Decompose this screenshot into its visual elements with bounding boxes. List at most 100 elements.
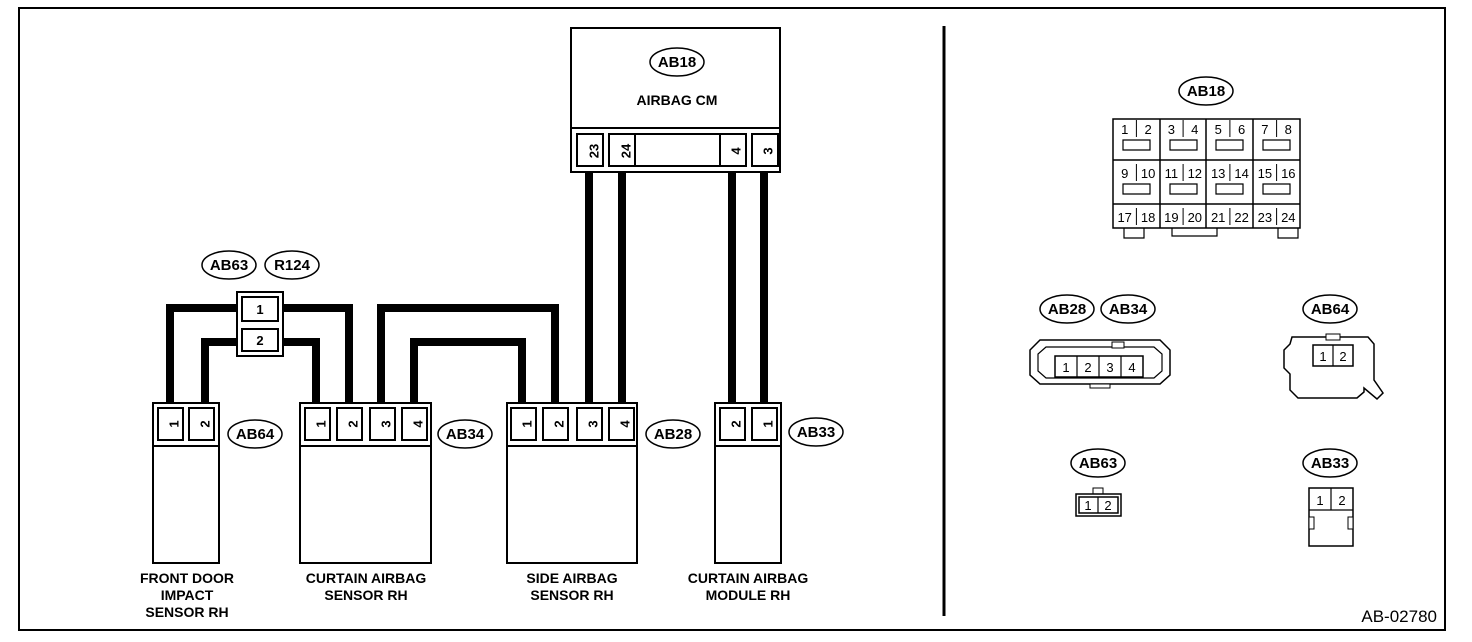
- joint-pin: 2: [256, 333, 263, 348]
- ab18-pin-row: 9 10 11 12 13 14 15 16: [1121, 164, 1296, 181]
- connector-view-pin: 1: [1062, 360, 1069, 375]
- connector-view-tag: AB18: [1187, 83, 1225, 100]
- ab18-pin-number: 15: [1258, 166, 1272, 181]
- component-ab34: 1 2 3 4 AB34 CURTAIN AIRBAG SENSOR RH: [299, 402, 493, 603]
- component-pin: 3: [378, 420, 393, 427]
- wires: [166, 172, 768, 403]
- wire-ab64-1-to-joint-1: [166, 304, 240, 403]
- component-label: SIDE AIRBAG: [526, 570, 617, 586]
- ab18-pin-number: 22: [1234, 210, 1248, 225]
- ab18-pin-number: 16: [1281, 166, 1295, 181]
- ab18-pin-row: 1 2 3 4 5 6 7 8: [1121, 120, 1292, 137]
- connector-view-tag: AB33: [1311, 455, 1349, 472]
- connector-view-ab33: AB33 1 2: [1302, 448, 1358, 547]
- ab18-pin-number: 11: [1165, 166, 1179, 181]
- component-pin: 1: [313, 420, 328, 427]
- ab18-pin-number: 10: [1141, 166, 1155, 181]
- connector-view-pin: 1: [1319, 349, 1326, 364]
- connector-view-tag: AB63: [1079, 455, 1117, 472]
- component-label: MODULE RH: [706, 587, 791, 603]
- ab18-pin-row: 17 18 19 20 21 22 23 24: [1117, 208, 1296, 225]
- component-pin: 1: [760, 420, 775, 427]
- ab18-pin-number: 13: [1211, 166, 1225, 181]
- ab18-pin-number: 14: [1234, 166, 1248, 181]
- ab18-pin-number: 24: [1281, 210, 1295, 225]
- ab18-pin-number: 20: [1188, 210, 1202, 225]
- airbag-cm-pin: 24: [618, 143, 633, 158]
- component-pin: 2: [197, 420, 212, 427]
- joint-tag-r124: R124: [274, 257, 311, 274]
- connector-view-ab64: AB64 1 2: [1283, 294, 1384, 401]
- ab18-pin-number: 1: [1121, 122, 1128, 137]
- connector-view-tag: AB64: [1311, 301, 1350, 318]
- component-pin: 4: [410, 420, 425, 428]
- ab18-pin-number: 5: [1215, 122, 1222, 137]
- wire-joint-2-to-ab34-1: [283, 338, 320, 403]
- airbag-cm-pin: 3: [760, 147, 775, 154]
- component-ab28: 1 2 3 4 AB28 SIDE AIRBAG SENSOR RH: [506, 402, 701, 603]
- component-pin: 1: [166, 420, 181, 427]
- ab18-pin-number: 12: [1188, 166, 1202, 181]
- component-label: CURTAIN AIRBAG: [688, 570, 809, 586]
- reference-code: AB-02780: [1361, 607, 1437, 626]
- connector-view-pin: 1: [1084, 498, 1091, 513]
- ab18-pin-number: 9: [1121, 166, 1128, 181]
- component-tag: AB64: [236, 426, 275, 443]
- connector-view-ab63: AB63 1 2: [1070, 448, 1126, 517]
- airbag-cm-tag: AB18: [658, 54, 696, 71]
- component-label: IMPACT: [161, 587, 214, 603]
- ab18-pin-number: 8: [1285, 122, 1292, 137]
- connector-view-tag: AB28: [1048, 301, 1086, 318]
- joint-tag-ab63: AB63: [210, 257, 248, 274]
- connector-view-pin: 2: [1338, 493, 1345, 508]
- connector-view-pin: 1: [1316, 493, 1323, 508]
- connector-view-pin: 2: [1084, 360, 1091, 375]
- connector-view-tag: AB34: [1109, 301, 1148, 318]
- component-tag: AB33: [797, 424, 835, 441]
- ab18-pin-number: 2: [1144, 122, 1151, 137]
- diagram-frame: [18, 7, 1446, 631]
- wire-ab34-3-to-ab28-2: [377, 304, 559, 403]
- joint-pin: 1: [256, 302, 263, 317]
- wire-joint-1-to-ab34-2: [283, 304, 353, 403]
- component-label: SENSOR RH: [530, 587, 613, 603]
- wire-ab34-4-to-ab28-1: [410, 338, 526, 403]
- component-pin: 4: [617, 420, 632, 428]
- connector-view-pin: 4: [1128, 360, 1135, 375]
- airbag-cm: 23 24 4 3 AB18 AIRBAG CM: [570, 27, 781, 173]
- airbag-cm-body: [570, 27, 781, 129]
- component-pin: 2: [345, 420, 360, 427]
- airbag-cm-pin: 4: [728, 147, 743, 155]
- component-pin: 2: [728, 420, 743, 427]
- component-ab33: 2 1 AB33 CURTAIN AIRBAG MODULE RH: [688, 402, 844, 603]
- ab18-pin-number: 6: [1238, 122, 1245, 137]
- ab18-pin-number: 19: [1164, 210, 1178, 225]
- component-pin: 1: [519, 420, 534, 427]
- component-label: SENSOR RH: [324, 587, 407, 603]
- ab18-pin-number: 18: [1141, 210, 1155, 225]
- ab18-pin-number: 7: [1261, 122, 1268, 137]
- component-ab64: 1 2 AB64 FRONT DOOR IMPACT SENSOR RH: [140, 402, 283, 620]
- connector-view-ab28-ab34: AB28 AB34 1 2 3 4: [1029, 294, 1171, 389]
- wire-ab64-2-to-joint-2: [201, 338, 240, 403]
- airbag-cm-label: AIRBAG CM: [637, 92, 718, 108]
- component-pin: 3: [585, 420, 600, 427]
- ab18-pin-number: 4: [1191, 122, 1198, 137]
- joint-connector: 1 2 AB63 R124: [201, 250, 320, 357]
- component-label: SENSOR RH: [145, 604, 228, 620]
- airbag-cm-tag-oval: [649, 47, 705, 77]
- component-pin: 2: [551, 420, 566, 427]
- ab18-pin-number: 17: [1117, 210, 1131, 225]
- component-label: CURTAIN AIRBAG: [306, 570, 427, 586]
- connector-view-pin: 2: [1339, 349, 1346, 364]
- ab18-pin-number: 23: [1258, 210, 1272, 225]
- airbag-cm-pin: 23: [586, 144, 601, 158]
- component-tag: AB34: [446, 426, 485, 443]
- ab18-pin-number: 21: [1211, 210, 1225, 225]
- component-tag: AB28: [654, 426, 692, 443]
- ab18-pin-number: 3: [1168, 122, 1175, 137]
- connector-view-pin: 3: [1106, 360, 1113, 375]
- component-label: FRONT DOOR: [140, 570, 234, 586]
